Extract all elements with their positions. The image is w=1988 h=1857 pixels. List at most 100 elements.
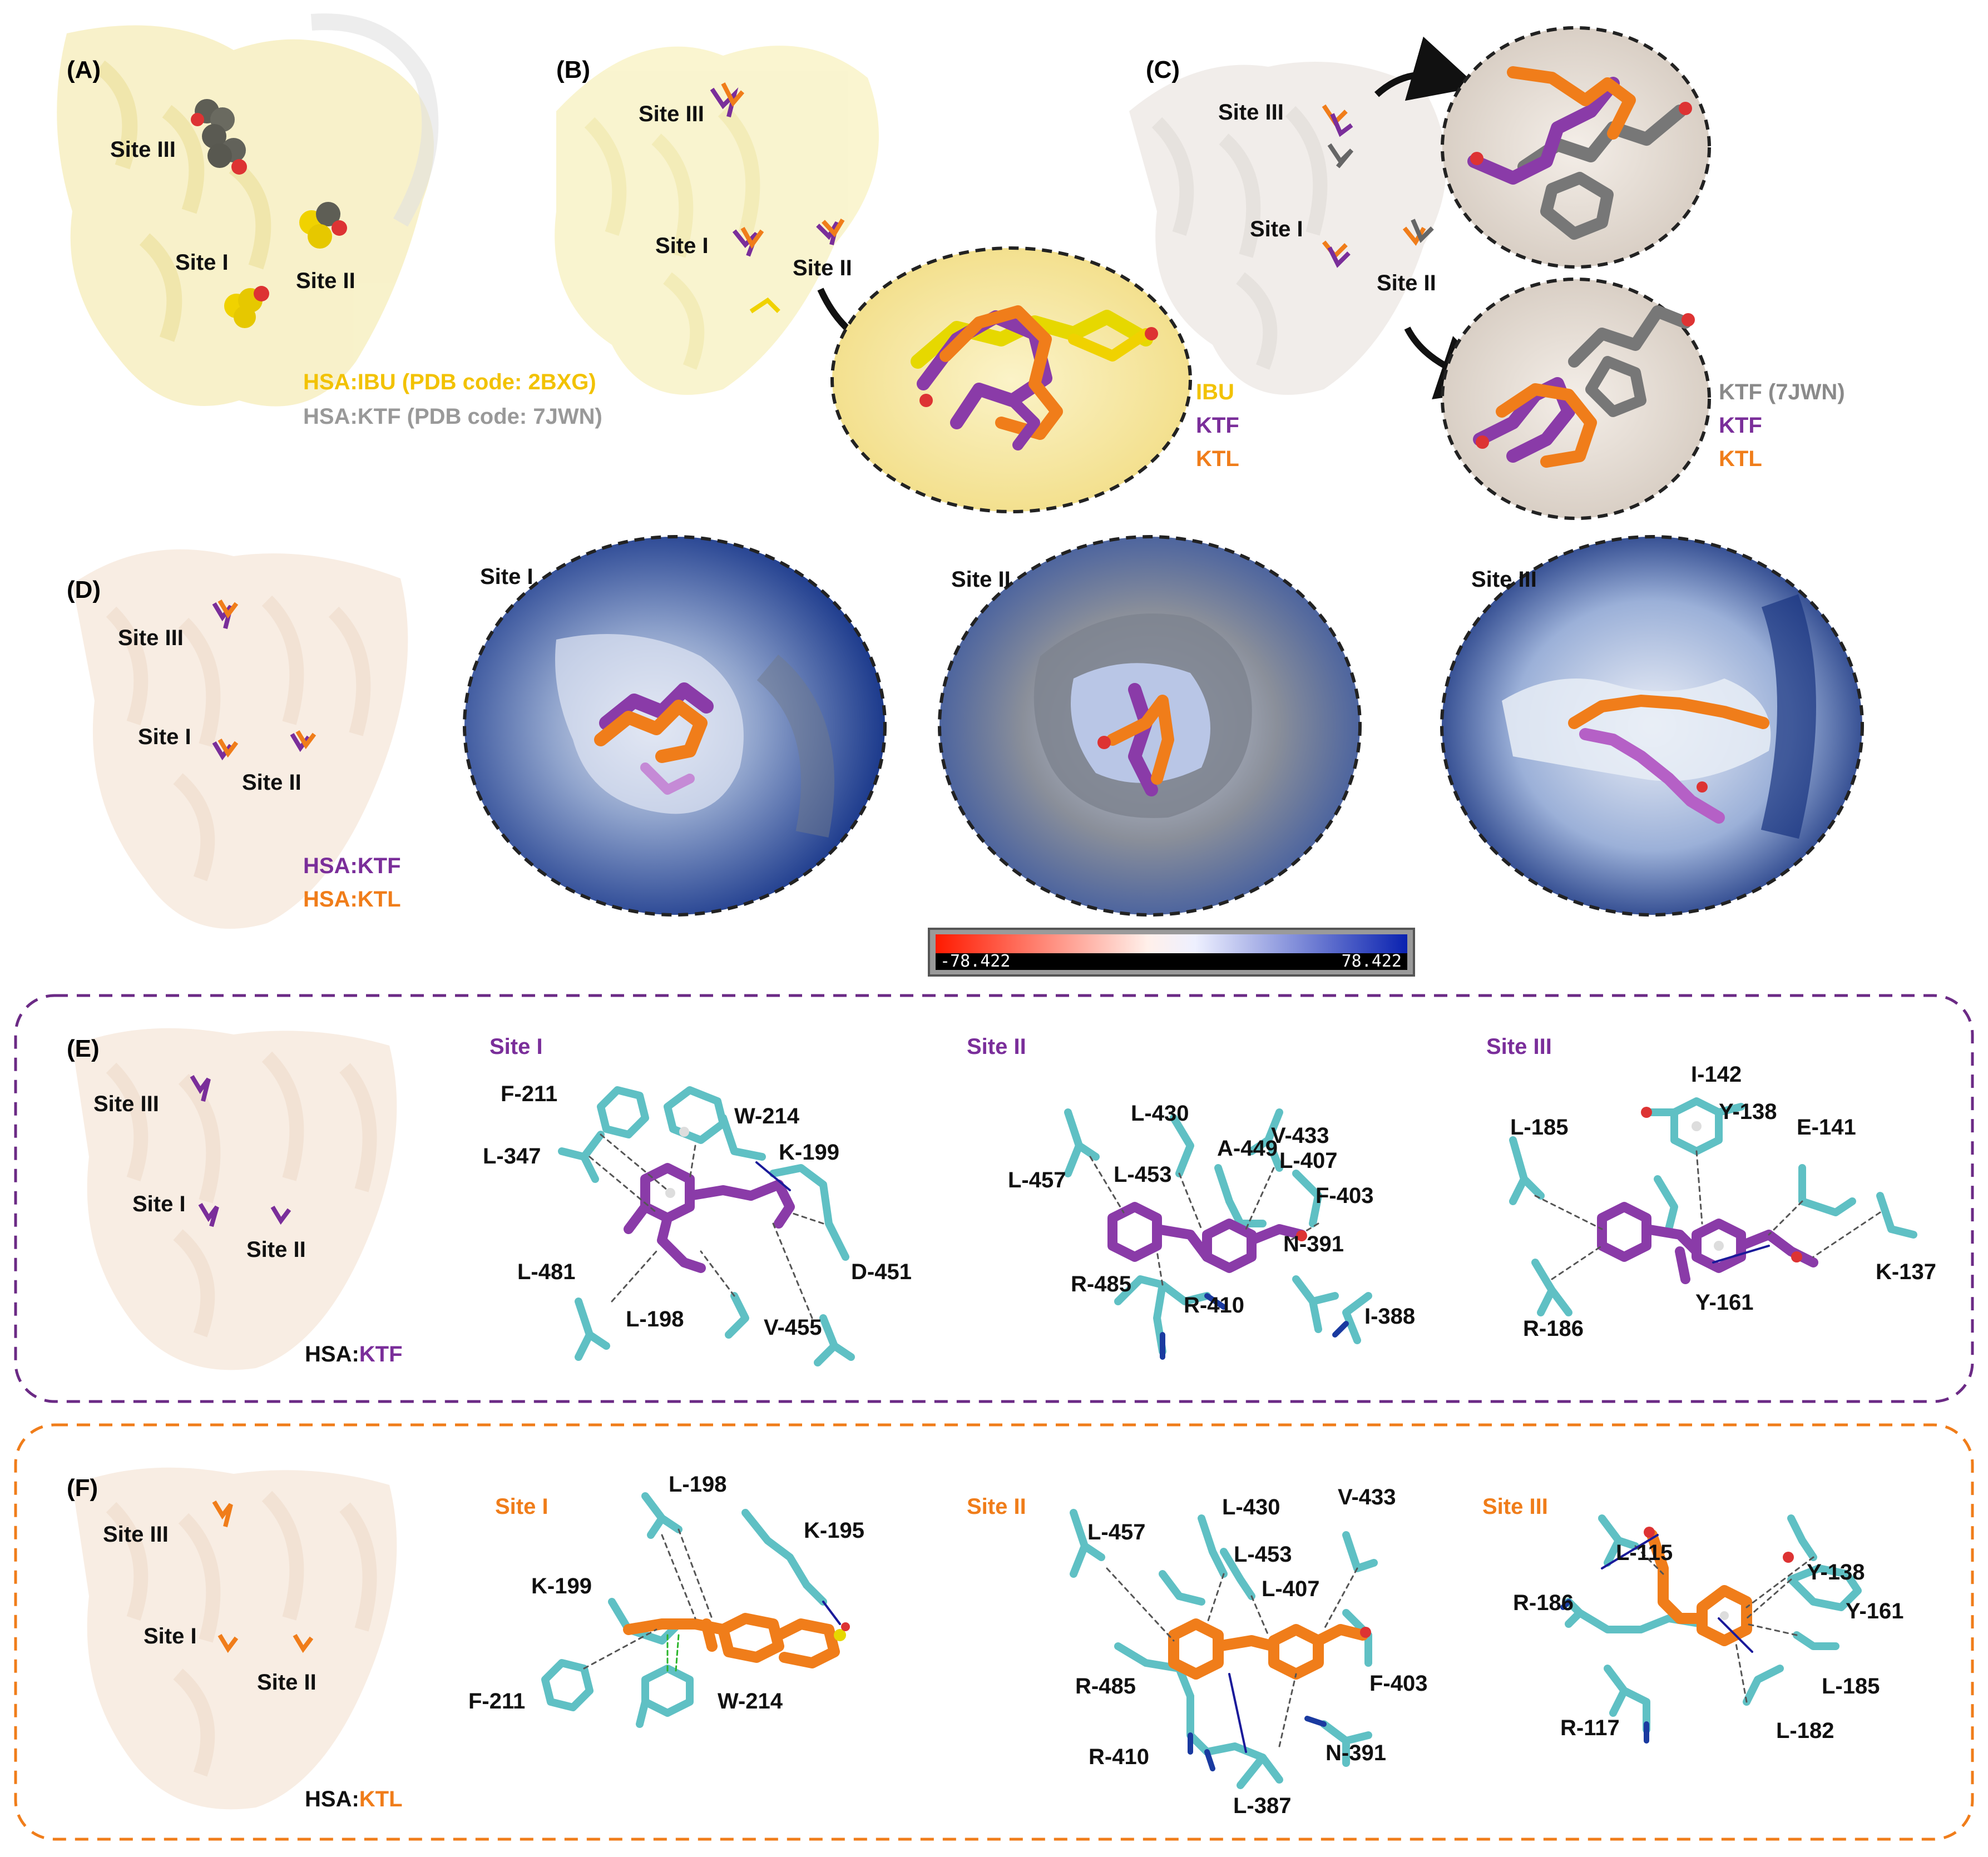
res-e2-7: N-391: [1283, 1232, 1344, 1256]
res-e3-5: R-186: [1523, 1316, 1584, 1341]
res-f3-6: L-182: [1776, 1719, 1834, 1743]
ligand-spheres-site3-a: [191, 99, 247, 175]
site-label-ii-b: Site II: [793, 256, 852, 280]
res-f1-2: K-199: [531, 1574, 592, 1598]
zoom-title-site1: Site I: [480, 564, 533, 589]
res-e2-6: F-403: [1316, 1183, 1374, 1208]
res-e3-3: E-141: [1797, 1115, 1856, 1140]
site-label-ii-d: Site II: [242, 770, 301, 795]
interaction-diagram-e3: [1509, 1097, 1917, 1316]
site-title-f1: Site I: [495, 1494, 548, 1519]
res-e3-1: Y-138: [1719, 1100, 1777, 1124]
interaction-diagram-e2: [1064, 1108, 1372, 1360]
surface-zoom-site1: [463, 535, 887, 917]
surface-zoom-site2: [938, 535, 1362, 917]
res-e1-1: W-214: [734, 1104, 800, 1128]
site-label-i-a: Site I: [175, 250, 229, 275]
res-e1-3: L-347: [483, 1144, 541, 1168]
ligand-markers-f: [212, 1500, 314, 1653]
panel-b: (B) Site III Site I Site II IBU KTF KTL: [555, 46, 1239, 513]
res-e3-4: K-137: [1876, 1260, 1936, 1284]
panel-d: (D) Site III Site I Site II HSA:KTF HSA:…: [67, 535, 1864, 977]
zoom-title-site2: Site II: [951, 567, 1011, 592]
res-e1-2: K-199: [779, 1140, 839, 1165]
zoom-circle-c-top: [1441, 26, 1711, 269]
site-label-i-e: Site I: [132, 1192, 186, 1216]
site-label-iii-b: Site III: [639, 102, 704, 126]
site-label-ii-a: Site II: [296, 269, 355, 293]
res-f1-0: L-198: [669, 1472, 727, 1497]
protein-ribbon-b: [555, 46, 879, 395]
ligand-site2-b: [749, 218, 845, 314]
site-title-e2: Site II: [967, 1034, 1026, 1059]
legend-ktf-7jwn-c: KTF (7JWN): [1719, 380, 1845, 404]
electrostatic-colorbar: -78.422 78.422: [928, 928, 1415, 977]
tag-prefix-e: HSA:: [305, 1342, 359, 1366]
panel-e: (E) Site III Site I Site II HSA:KTF Site…: [14, 994, 1974, 1403]
tag-ligand-f: KTL: [359, 1787, 403, 1811]
panel-label-f: (F): [67, 1474, 98, 1502]
ligand-markers-d: [212, 599, 317, 761]
site-title-e3: Site III: [1486, 1034, 1552, 1059]
legend-ktf-7jwn-a: HSA:KTF (PDB code: 7JWN): [303, 404, 602, 429]
site-label-i-f: Site I: [144, 1624, 197, 1648]
res-e2-2: A-449: [1217, 1136, 1278, 1161]
protein-ribbon-e: [72, 1028, 397, 1370]
site-label-ii-c: Site II: [1377, 271, 1436, 295]
legend-ktf-b: KTF: [1196, 413, 1239, 438]
res-f1-3: F-211: [468, 1689, 525, 1714]
site-label-ii-e: Site II: [246, 1237, 306, 1262]
res-f3-2: R-186: [1513, 1591, 1574, 1615]
res-f1-4: W-214: [718, 1689, 783, 1714]
ligand-markers-e: [190, 1074, 291, 1227]
site-title-f2: Site II: [967, 1494, 1026, 1519]
site-label-i-b: Site I: [655, 234, 709, 258]
res-f2-4: L-407: [1262, 1577, 1320, 1601]
interaction-diagram-f3: [1560, 1514, 1862, 1744]
tag-ligand-e: KTF: [359, 1342, 403, 1366]
ligand-spheres-site2-a: [299, 202, 347, 249]
res-f1-1: K-195: [804, 1518, 864, 1543]
legend-ktl-b: KTL: [1196, 447, 1239, 471]
site-label-i-d: Site I: [138, 725, 191, 749]
site-label-iii-d: Site III: [118, 626, 184, 650]
site-label-i-c: Site I: [1250, 217, 1303, 241]
res-e1-4: L-481: [517, 1260, 576, 1284]
site-label-iii-e: Site III: [93, 1092, 159, 1116]
legend-hsa-ktl-d: HSA:KTL: [303, 887, 401, 912]
res-e1-5: D-451: [851, 1260, 912, 1284]
interaction-diagram-e1: [558, 1086, 855, 1366]
panel-label-d: (D): [67, 576, 101, 603]
site-label-iii-c: Site III: [1218, 100, 1284, 125]
res-e2-10: I-388: [1364, 1304, 1415, 1329]
panel-f: (F) Site III Site I Site II HSA:KTL Site…: [14, 1423, 1974, 1841]
site-label-iii-f: Site III: [103, 1522, 169, 1547]
tag-hsa-ktl: HSA:KTL: [305, 1787, 403, 1811]
res-f2-7: R-410: [1089, 1745, 1149, 1769]
legend-hsa-ktf-d: HSA:KTF: [303, 854, 401, 878]
panel-label-a: (A): [67, 56, 101, 83]
site-label-iii-a: Site III: [110, 137, 176, 162]
res-e1-7: V-455: [764, 1315, 822, 1340]
zoom-arrow-c-top: [1374, 36, 1478, 101]
colorbar-min: -78.422: [940, 952, 1010, 971]
ligand-site1-b: [732, 227, 764, 257]
ligand-site2-c: [1402, 219, 1434, 246]
tag-hsa-ktf: HSA:KTF: [305, 1342, 403, 1366]
ligand-site3-b: [710, 82, 745, 117]
ligand-site3-c: [1322, 104, 1354, 169]
frame-e: [14, 994, 1974, 1403]
res-e2-8: R-485: [1071, 1272, 1131, 1296]
protein-ribbon-d: [72, 549, 408, 929]
zoom-circle-c-bottom: [1441, 278, 1711, 520]
panel-label-e: (E): [67, 1035, 100, 1062]
site-title-e1: Site I: [489, 1034, 543, 1059]
res-f3-4: L-185: [1822, 1674, 1880, 1698]
site-title-f3: Site III: [1482, 1494, 1548, 1519]
legend-ktf-c: KTF: [1719, 413, 1762, 438]
res-e2-1: V-433: [1271, 1123, 1329, 1148]
res-e2-9: R-410: [1184, 1293, 1244, 1318]
frame-f: [14, 1423, 1974, 1841]
res-e3-0: I-142: [1691, 1062, 1742, 1087]
